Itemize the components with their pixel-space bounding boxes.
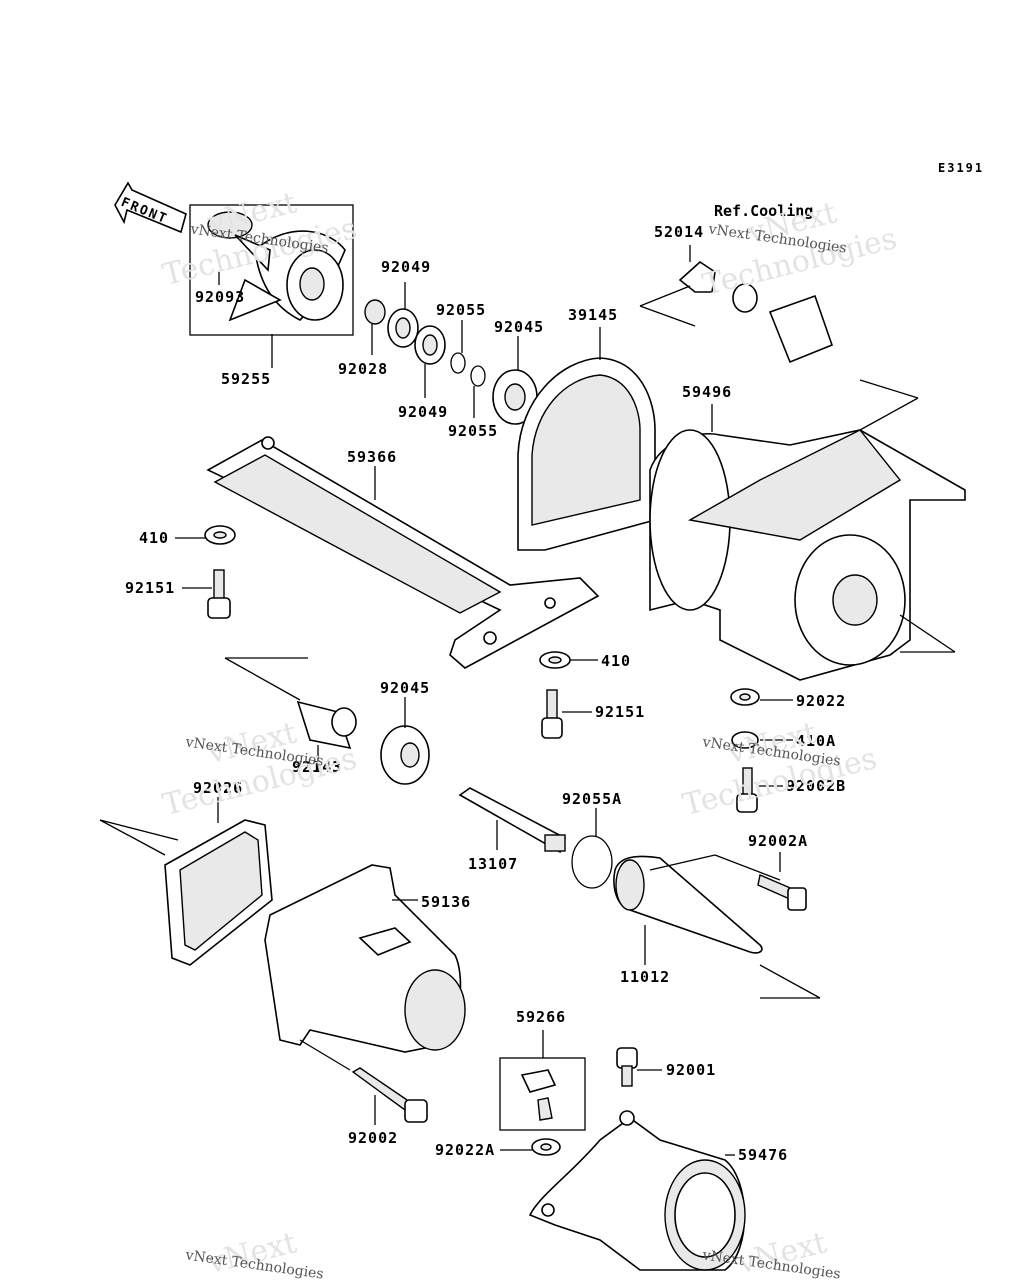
part-label-59366: 59366 [347, 448, 398, 466]
part-label-92026: 92026 [193, 779, 244, 797]
diagram-code: E3191 [938, 161, 985, 175]
washer-92049-lower [414, 325, 446, 398]
part-label-13107: 13107 [468, 855, 519, 873]
part-label-92049-lower: 92049 [398, 403, 449, 421]
oring-92055-upper [450, 320, 466, 374]
part-label-59496: 59496 [682, 383, 733, 401]
ref-cooling-label: Ref.Cooling [714, 202, 814, 220]
washer-410A [731, 731, 793, 749]
part-label-92028: 92028 [338, 360, 389, 378]
washer-410-left [175, 525, 236, 545]
part-label-92002B: 92002B [786, 777, 847, 795]
shaft-13107 [458, 787, 566, 854]
pump-housing-59496 [649, 379, 966, 681]
washer-92022A [500, 1138, 561, 1156]
plate-59366 [206, 436, 600, 669]
bolt-92151-right [541, 689, 592, 739]
front-arrow-icon [114, 181, 187, 234]
bolt-92001 [616, 1047, 662, 1087]
part-label-92002: 92002 [348, 1129, 399, 1147]
bolt-92002A [757, 852, 807, 911]
part-label-92049-upper: 92049 [381, 258, 432, 276]
part-label-92045-upper: 92045 [494, 318, 545, 336]
washer-92022 [730, 688, 793, 706]
part-label-39145: 39145 [568, 306, 619, 324]
fitting-52014 [639, 245, 834, 364]
part-label-52014: 52014 [654, 223, 705, 241]
bolt-92002B [736, 767, 783, 813]
washer-410-right [539, 651, 598, 669]
part-label-410-left: 410 [139, 529, 170, 547]
impeller-59255 [189, 204, 354, 368]
part-label-92055-lower: 92055 [448, 422, 499, 440]
part-label-92055-upper: 92055 [436, 301, 487, 319]
part-label-92045-lower: 92045 [380, 679, 431, 697]
part-label-92022A: 92022A [435, 1141, 496, 1159]
part-label-59476: 59476 [738, 1146, 789, 1164]
part-label-92143: 92143 [292, 758, 343, 776]
part-label-59136: 59136 [421, 893, 472, 911]
washer-92049-upper [387, 282, 419, 348]
bushing-92028 [364, 299, 386, 355]
part-label-92151-left: 92151 [125, 579, 176, 597]
bearing-92045-lower [380, 697, 430, 785]
gasket-92026 [99, 797, 273, 966]
part-label-11012: 11012 [620, 968, 671, 986]
part-label-59255: 59255 [221, 370, 272, 388]
oring-92055A [571, 808, 613, 889]
part-label-92002A: 92002A [748, 832, 809, 850]
part-label-92055A: 92055A [562, 790, 623, 808]
cone-11012 [613, 854, 821, 999]
oring-92055-lower [470, 365, 486, 418]
part-label-92093: 92093 [195, 288, 246, 306]
spacer-92143 [224, 657, 357, 770]
part-label-59266: 59266 [516, 1008, 567, 1026]
bolt-92151-left [182, 569, 231, 619]
part-label-92022: 92022 [796, 692, 847, 710]
reverse-bucket-59476 [528, 1110, 746, 1271]
bearing-92045-upper [492, 336, 538, 425]
bolt-92002 [351, 1067, 428, 1125]
part-label-92001: 92001 [666, 1061, 717, 1079]
part-label-410-right: 410 [601, 652, 632, 670]
part-label-410A: 410A [796, 732, 837, 750]
nozzle-housing-59136 [264, 864, 466, 1071]
part-label-92151-right: 92151 [595, 703, 646, 721]
grease-fitting-59266 [499, 1030, 586, 1131]
cover-39145 [517, 327, 656, 551]
